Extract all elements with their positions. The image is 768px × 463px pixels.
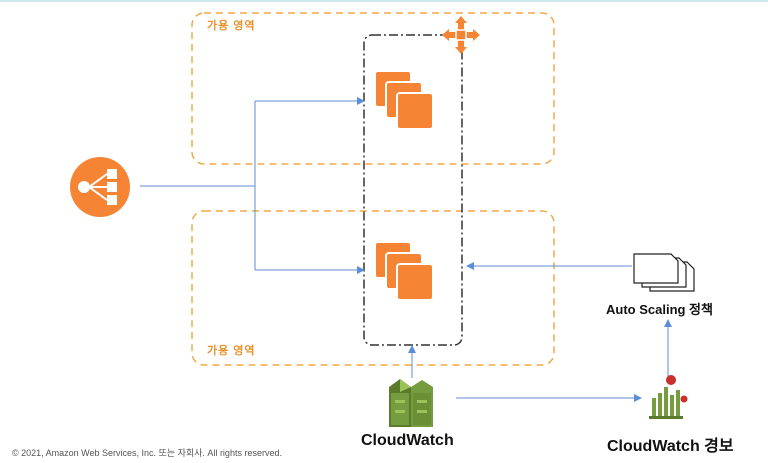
availability-zone-top — [191, 12, 555, 165]
availability-zone-bottom — [191, 210, 555, 366]
autoscaling-policy-label: Auto Scaling 정책 — [606, 302, 713, 317]
cloudwatch-alarm-icon — [649, 375, 688, 419]
auto-scaling-icon — [442, 16, 480, 54]
cloudwatch-alarm-label: CloudWatch 경보 — [607, 438, 734, 455]
availability-zone-label: 가용 영역 — [207, 345, 256, 357]
load-balancer-icon — [70, 157, 130, 217]
policy-documents-icon — [633, 253, 695, 292]
ec2-instances-icon — [374, 241, 434, 301]
availability-zone-label: 가용 영역 — [207, 20, 256, 32]
cloudwatch-icon — [389, 379, 433, 427]
top-border — [0, 0, 768, 2]
auto-scaling-group — [363, 34, 463, 346]
copyright-notice: © 2021, Amazon Web Services, Inc. 또는 자회사… — [12, 448, 282, 458]
ec2-instances-icon — [374, 70, 434, 130]
load-balancer-connectors — [140, 97, 365, 274]
cloudwatch-label: CloudWatch — [361, 432, 454, 449]
